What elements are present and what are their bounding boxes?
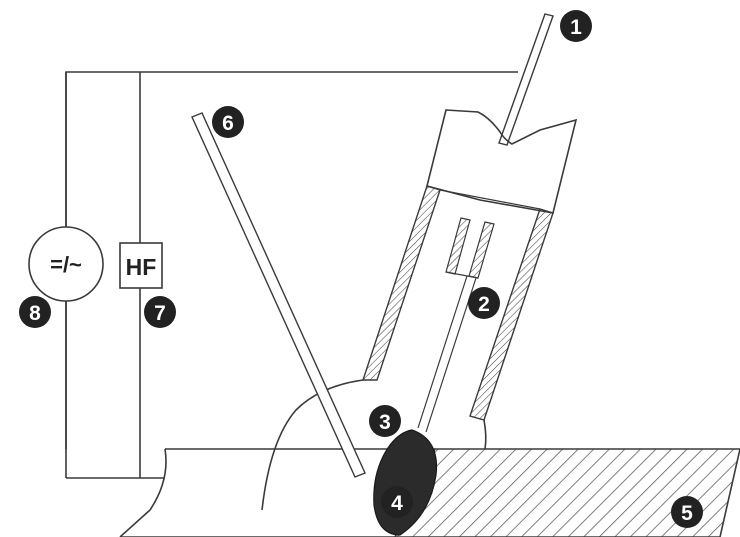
torch-body bbox=[362, 109, 578, 433]
svg-text:3: 3 bbox=[379, 411, 391, 434]
callout-3: 3 bbox=[369, 405, 401, 437]
callout-8: 8 bbox=[19, 296, 51, 328]
callout-2: 2 bbox=[468, 287, 500, 319]
shielding-gas bbox=[261, 379, 487, 511]
filler-rod bbox=[191, 112, 366, 478]
callout-7: 7 bbox=[144, 296, 176, 328]
svg-text:2: 2 bbox=[478, 293, 490, 316]
svg-text:8: 8 bbox=[29, 302, 41, 325]
tungsten-electrode bbox=[498, 13, 554, 146]
callout-5: 5 bbox=[671, 496, 703, 528]
callout-6: 6 bbox=[212, 106, 244, 138]
svg-text:6: 6 bbox=[222, 112, 234, 135]
callout-4: 4 bbox=[381, 486, 413, 518]
circuit-wiring bbox=[65, 71, 518, 479]
svg-text:4: 4 bbox=[391, 492, 403, 515]
hf-unit: HF bbox=[119, 242, 163, 289]
svg-text:7: 7 bbox=[154, 302, 166, 325]
svg-text:1: 1 bbox=[570, 16, 582, 39]
svg-text:5: 5 bbox=[681, 502, 693, 525]
power-source-symbol: =/~ bbox=[50, 252, 82, 277]
power-source: =/~ bbox=[28, 226, 104, 302]
hf-label: HF bbox=[126, 254, 157, 280]
callout-1: 1 bbox=[560, 10, 592, 42]
